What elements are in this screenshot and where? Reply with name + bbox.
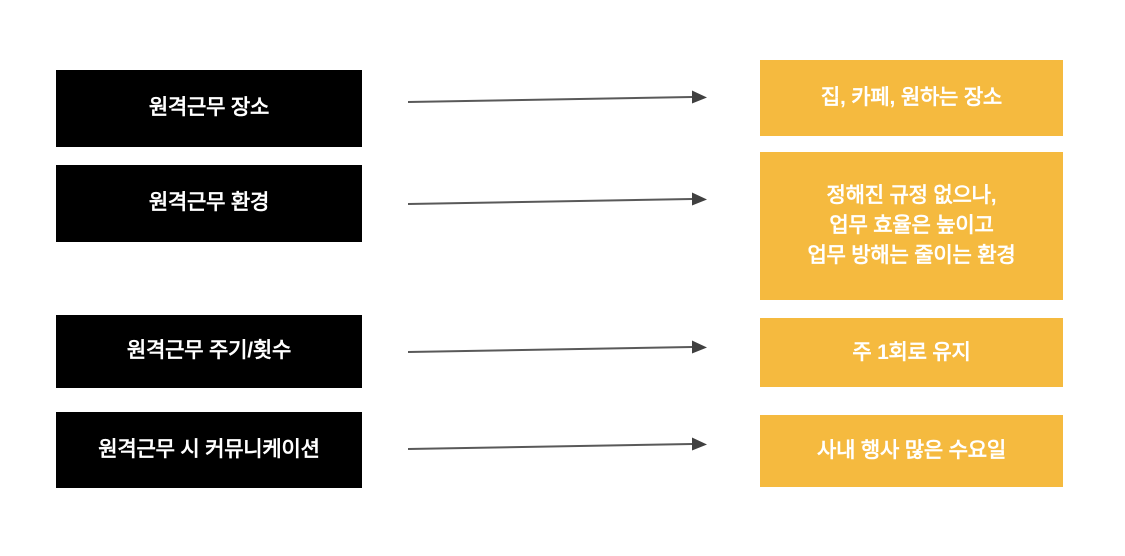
label-box-remote-work-frequency[interactable]: 원격근무 주기/횟수 xyxy=(56,315,362,388)
label-box-remote-work-communication[interactable]: 원격근무 시 커뮤니케이션 xyxy=(56,412,362,488)
arrow-right-icon xyxy=(407,338,708,360)
label-box-remote-work-place[interactable]: 원격근무 장소 xyxy=(56,70,362,147)
label-box-text: 원격근무 장소 xyxy=(148,96,270,120)
value-box-remote-work-environment[interactable]: 정해진 규정 없으나, 업무 효율은 높이고 업무 방해는 줄이는 환경 xyxy=(760,152,1063,300)
value-line: 업무 방해는 줄이는 환경 xyxy=(807,243,1016,267)
label-box-text: 원격근무 주기/횟수 xyxy=(126,339,292,363)
value-box-remote-work-frequency[interactable]: 주 1회로 유지 xyxy=(760,318,1063,387)
value-box-remote-work-place[interactable]: 집, 카페, 원하는 장소 xyxy=(760,60,1063,136)
label-box-text: 원격근무 환경 xyxy=(148,191,270,215)
value-line: 주 1회로 유지 xyxy=(852,340,971,364)
value-box-text: 집, 카페, 원하는 장소 xyxy=(821,83,1002,113)
arrow-right-icon xyxy=(407,88,708,110)
arrow-right-icon xyxy=(407,435,708,457)
value-line: 업무 효율은 높이고 xyxy=(829,214,994,238)
value-box-text: 사내 행사 많은 수요일 xyxy=(817,436,1006,466)
arrow-right-icon xyxy=(407,190,708,212)
value-line: 사내 행사 많은 수요일 xyxy=(817,439,1006,463)
label-box-remote-work-environment[interactable]: 원격근무 환경 xyxy=(56,165,362,242)
value-box-remote-work-communication[interactable]: 사내 행사 많은 수요일 xyxy=(760,415,1063,487)
value-line: 정해진 규정 없으나, xyxy=(826,184,997,208)
value-box-text: 주 1회로 유지 xyxy=(852,338,971,368)
value-line: 집, 카페, 원하는 장소 xyxy=(820,86,1003,110)
label-box-text: 원격근무 시 커뮤니케이션 xyxy=(98,437,320,461)
value-box-text: 정해진 규정 없으나, 업무 효율은 높이고 업무 방해는 줄이는 환경 xyxy=(807,181,1015,270)
